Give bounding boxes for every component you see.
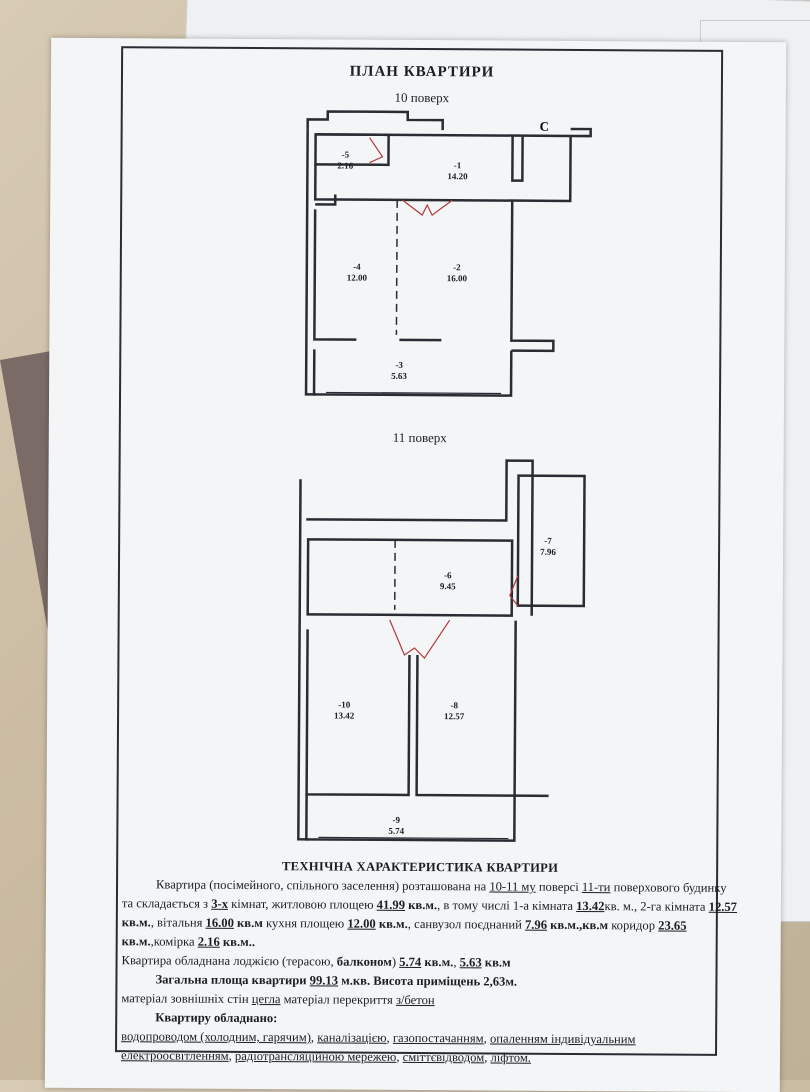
tech-text: ліфтом. xyxy=(490,1050,531,1064)
room-number: -10 xyxy=(334,700,354,711)
tech-text: та складається з xyxy=(122,896,211,911)
floor-plan-document: ПЛАН КВАРТИРИ 10 поверх 11 поверх xyxy=(45,38,786,1092)
tech-text: , вітальня xyxy=(151,915,206,929)
room-area: 12.00 xyxy=(347,273,367,284)
tech-text: 23.65 xyxy=(658,918,686,932)
room-number: -3 xyxy=(391,360,407,371)
tech-text: кв.м. xyxy=(421,955,453,969)
tech-text: 12.57 xyxy=(709,900,737,914)
tech-text: 99.13 xyxy=(310,973,338,987)
tech-text: кв.м. xyxy=(405,898,437,912)
room-number: -2 xyxy=(447,262,467,273)
tech-text: кв.м. xyxy=(376,917,408,931)
tech-text: водопроводом (холодним, гарячим) xyxy=(121,1029,311,1044)
tech-text: 12.00 xyxy=(347,917,375,931)
tech-text: м.кв. Висота приміщень 2,63м. xyxy=(338,974,517,989)
tech-text: поверхового будинку xyxy=(610,880,726,895)
tech-text: Квартиру обладнано: xyxy=(155,1010,277,1025)
tech-text: коридор xyxy=(608,918,658,932)
room-area: 14.20 xyxy=(447,171,467,182)
tech-text: 7.96 xyxy=(525,918,547,932)
tech-text: 3-х xyxy=(211,897,228,911)
room-area: 5.63 xyxy=(391,371,407,382)
room-number: -4 xyxy=(347,262,367,273)
room-number: -6 xyxy=(440,570,456,581)
tech-text: радіотрансляційною мережею xyxy=(235,1049,397,1064)
tech-text: 41.99 xyxy=(377,898,405,912)
room-area: 16.00 xyxy=(447,273,467,284)
tech-text: , санвузол поєднаний xyxy=(408,917,525,932)
room-number: -5 xyxy=(337,150,353,161)
tech-text: кв.м.. xyxy=(220,935,255,949)
tech-text: кв.м xyxy=(234,916,263,930)
room-number: -8 xyxy=(444,700,464,711)
tech-text: газопостачанням xyxy=(393,1031,484,1046)
tech-text: 5.74 xyxy=(399,955,421,969)
tech-text: ) xyxy=(392,955,399,969)
tech-text: 5.63 xyxy=(460,955,482,969)
document-frame: ПЛАН КВАРТИРИ 10 поверх 11 поверх xyxy=(115,46,723,1056)
tech-text: Квартира обладнана лоджією (терасою, xyxy=(122,953,337,968)
tech-text: кв.м xyxy=(482,955,511,969)
room-area: 5.74 xyxy=(388,826,404,837)
tech-text: 11-ти xyxy=(582,880,611,894)
tech-text: каналізацією xyxy=(317,1030,386,1044)
room-area: 12.57 xyxy=(444,711,464,722)
tech-line: електроосвітленням, радіотрансляційною м… xyxy=(121,1046,717,1069)
tech-text: Квартира (посімейного, спільного заселен… xyxy=(156,877,489,893)
tech-text: 13.42 xyxy=(576,899,604,913)
tech-text: 2.16 xyxy=(198,935,220,949)
tech-text: опаленням індивідуальним xyxy=(490,1031,636,1046)
room-number: -1 xyxy=(447,160,467,171)
tech-text: з/бетон xyxy=(396,993,435,1007)
floor-11-walls xyxy=(298,459,584,841)
tech-text: кухня площею xyxy=(263,916,348,931)
tech-text: кімнат, житловою площею xyxy=(228,897,377,912)
room-area: 7.96 xyxy=(540,547,556,558)
tech-text: 16.00 xyxy=(206,916,234,930)
room-area: 2.16 xyxy=(337,161,353,172)
tech-text: електроосвітленням xyxy=(121,1048,229,1063)
tech-text: 10-11 му xyxy=(489,879,535,893)
tech-text: матеріал зовнішніх стін xyxy=(121,991,252,1006)
tech-text: Загальна площа квартири xyxy=(155,972,309,987)
technical-characteristics: ТЕХНІЧНА ХАРАКТЕРИСТИКА КВАРТИРИ Квартир… xyxy=(121,856,718,1069)
tech-text: кв.м. xyxy=(122,915,151,929)
tech-text: балконом xyxy=(337,955,392,969)
room-number: -7 xyxy=(540,536,556,547)
room-area: 13.42 xyxy=(334,711,354,722)
floor-11-plan xyxy=(118,48,721,872)
tech-text: , в тому числі 1-а кімната xyxy=(437,898,576,913)
tech-text: поверсі xyxy=(536,880,582,894)
room-area: 9.45 xyxy=(440,581,456,592)
tech-text: цегла xyxy=(252,992,281,1006)
tech-text: кв.м. xyxy=(122,934,151,948)
tech-text: сміттєвідводом xyxy=(403,1050,485,1064)
tech-text: кв.м.,кв.м xyxy=(547,918,608,932)
room-number: -9 xyxy=(388,815,404,826)
tech-text: матеріал перекриття xyxy=(280,992,396,1007)
tech-text: кв. м., 2-га кімната xyxy=(604,899,708,914)
tech-text: ,комірка xyxy=(151,934,198,948)
